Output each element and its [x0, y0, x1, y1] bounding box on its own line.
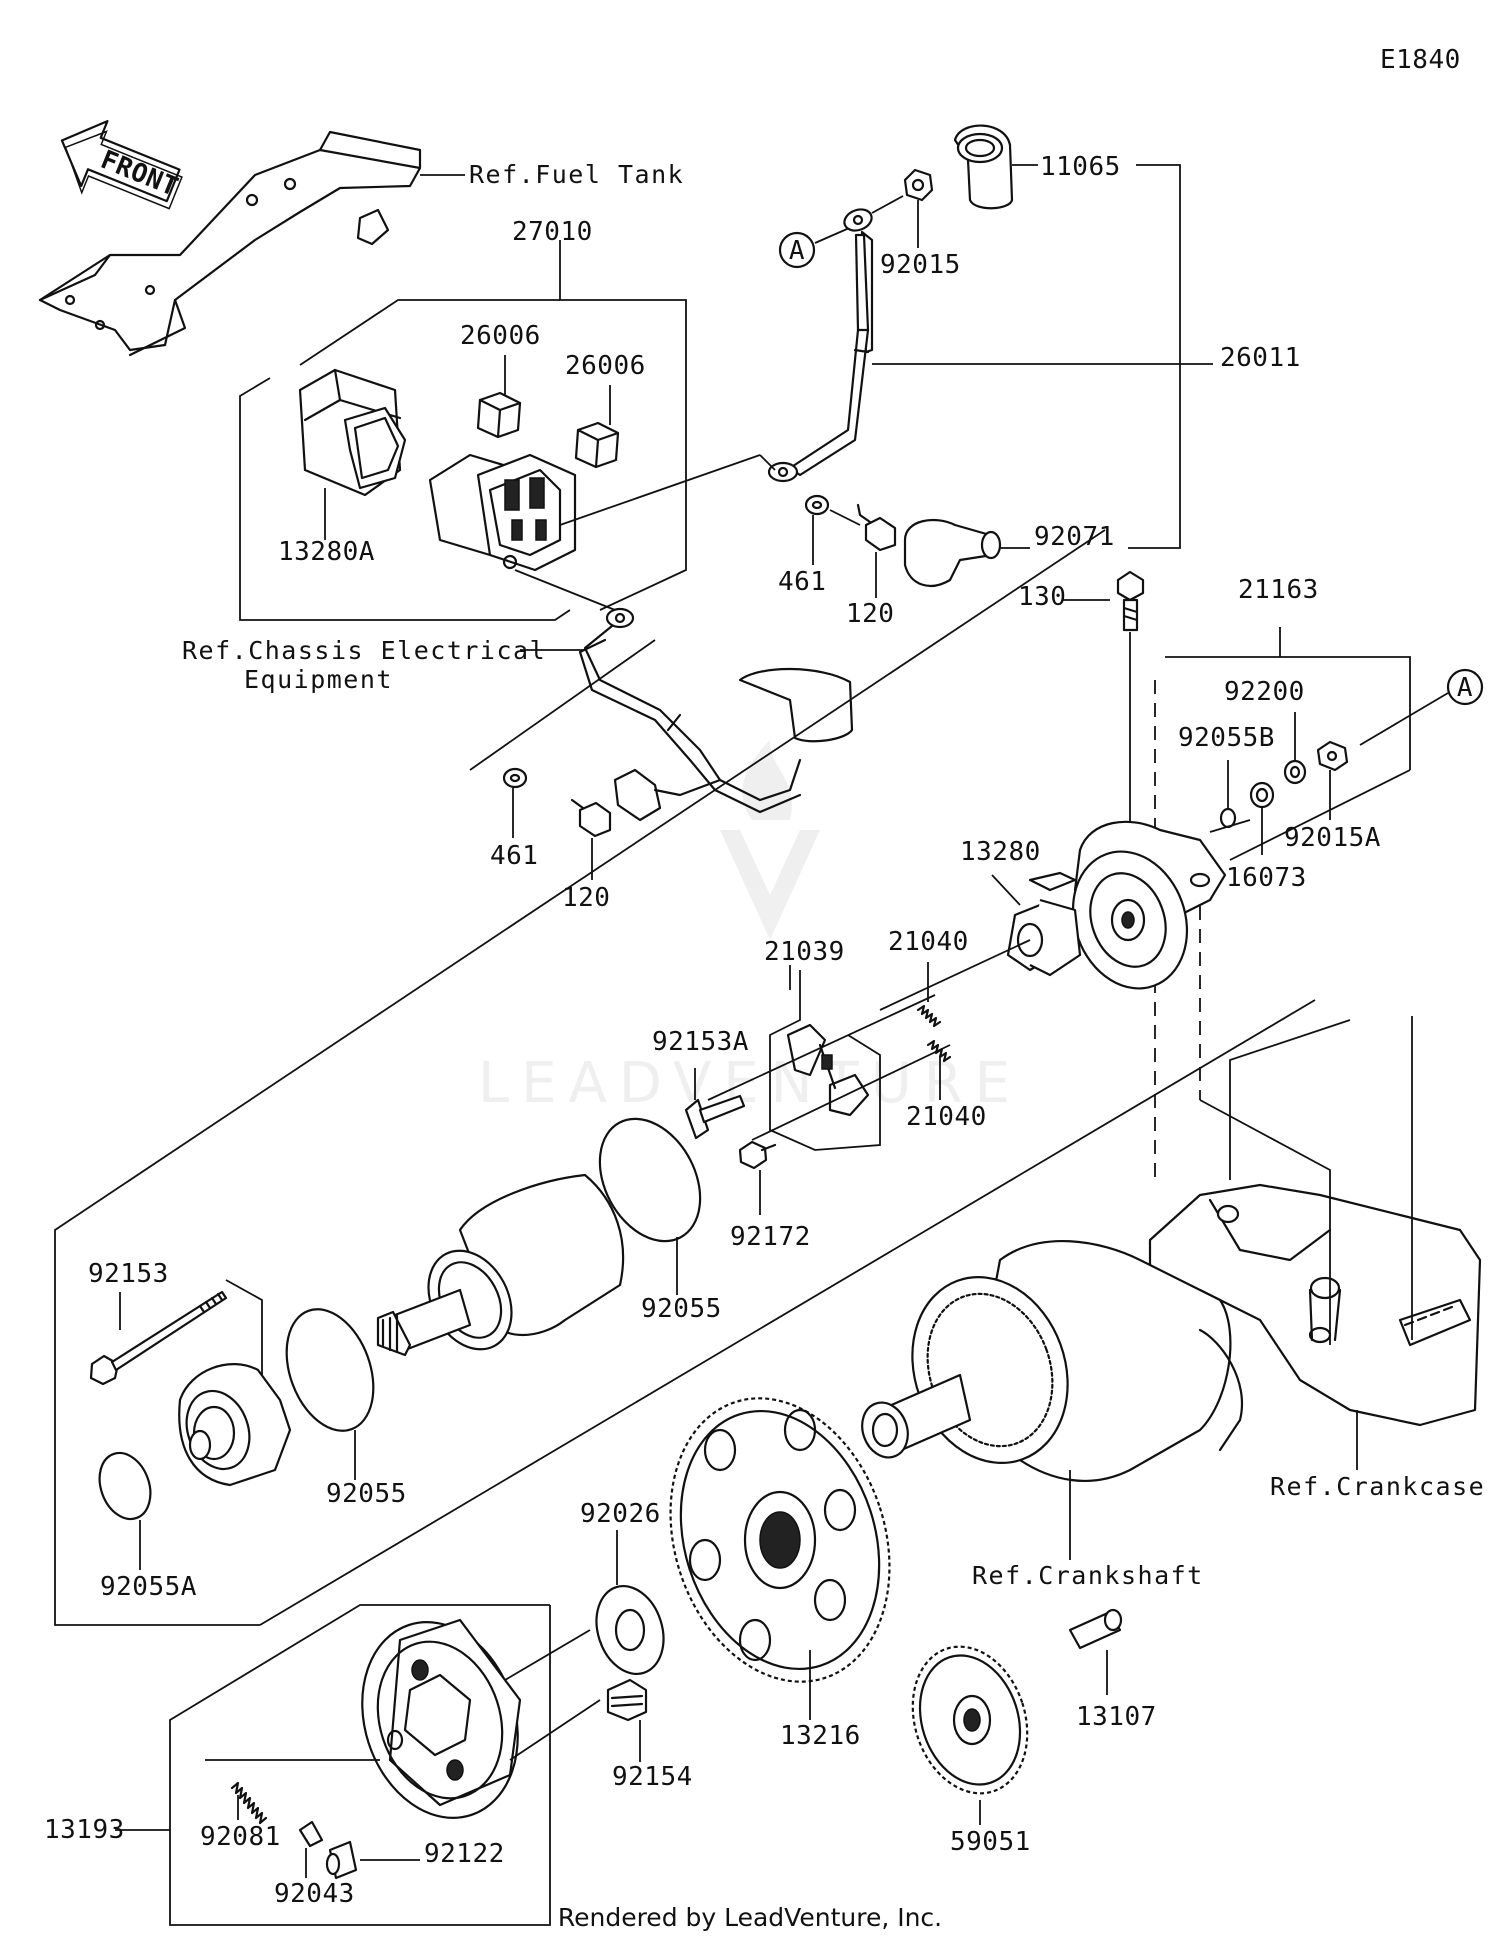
part-label-92055B: 92055B [1178, 723, 1275, 753]
fuel-tank-bracket [38, 130, 422, 357]
bolt-92154 [606, 1678, 648, 1722]
fuse-b [574, 421, 620, 469]
part-label-92071: 92071 [1034, 522, 1115, 552]
starter-cable [767, 208, 874, 483]
part-labels: 11065 92015 27010 26006 26006 26011 1328… [44, 152, 1381, 1909]
part-label-461-a: 461 [778, 567, 826, 597]
part-label-59051: 59051 [950, 1827, 1031, 1857]
part-label-92081: 92081 [200, 1822, 281, 1852]
washer-92200 [1283, 759, 1307, 785]
part-label-92026: 92026 [580, 1499, 661, 1529]
spring-92081 [230, 1781, 268, 1825]
part-label-26006-b: 26006 [565, 351, 646, 381]
oring-92055-a [598, 1117, 702, 1243]
fuse-a [476, 391, 522, 439]
bolt-130 [1116, 570, 1145, 632]
dowel-pin-13107 [1068, 1608, 1123, 1650]
part-label-11065: 11065 [1040, 152, 1121, 182]
screw-92172 [738, 1140, 777, 1170]
part-label-120-b: 120 [562, 883, 610, 913]
starter-relay [428, 453, 577, 572]
part-label-92015A: 92015A [1284, 823, 1381, 853]
roller-92122 [325, 1840, 358, 1880]
washer-461-b [502, 767, 528, 789]
screw-92153 [89, 1290, 228, 1386]
starter-group-frame [54, 529, 1411, 1626]
part-label-92200: 92200 [1224, 677, 1305, 707]
part-label-92015: 92015 [880, 250, 961, 280]
idle-gear-59051 [911, 1645, 1029, 1795]
part-label-92122: 92122 [424, 1839, 505, 1869]
crankshaft [861, 1239, 1243, 1482]
part-label-92055-a: 92055 [641, 1294, 722, 1324]
ref-crankshaft: Ref.Crankshaft [972, 1561, 1204, 1590]
washer-92026 [595, 1584, 665, 1676]
part-label-27010: 27010 [512, 217, 593, 247]
part-label-13280: 13280 [960, 837, 1041, 867]
starter-clutch-frame [169, 1604, 551, 1926]
part-label-120-a: 120 [846, 599, 894, 629]
starter-motor [376, 1173, 625, 1357]
starter-end-cover [1071, 820, 1227, 990]
ref-crankcase: Ref.Crankcase [1270, 1472, 1485, 1501]
part-label-92043: 92043 [274, 1879, 355, 1909]
ref-chassis-line1: Ref.Chassis Electrical [182, 636, 546, 665]
part-label-21040-b: 21040 [906, 1102, 987, 1132]
relay-group-frame [239, 240, 687, 621]
crankcase-ref [1148, 1016, 1482, 1427]
part-label-26011: 26011 [1220, 343, 1301, 373]
brush-plate-frame [769, 965, 881, 1151]
brush-plate [786, 1023, 870, 1117]
ref-chassis-line2: Equipment [244, 665, 393, 694]
part-label-92172: 92172 [730, 1222, 811, 1252]
footer-credit: Rendered by LeadVenture, Inc. [558, 1903, 942, 1932]
part-label-13280A: 13280A [278, 537, 375, 567]
part-label-92153A: 92153A [652, 1027, 749, 1057]
plunger-92043 [298, 1820, 324, 1848]
part-label-13193: 13193 [44, 1815, 125, 1845]
part-label-461-b: 461 [490, 841, 538, 871]
part-label-21039: 21039 [764, 937, 845, 967]
starter-clutch-13193 [361, 1618, 522, 1819]
part-label-16073: 16073 [1226, 863, 1307, 893]
part-label-13107: 13107 [1076, 1702, 1157, 1732]
callout-a-starter: A [1446, 668, 1484, 706]
nut-92015 [903, 168, 934, 202]
callout-a-cable: A [778, 231, 816, 269]
part-label-92055A: 92055A [100, 1572, 197, 1602]
callout-a-letter: A [789, 236, 805, 266]
bolt-120-b [570, 798, 612, 838]
ref-fuel-tank: Ref.Fuel Tank [469, 160, 684, 189]
brush-spring-a [916, 1004, 942, 1028]
bolt-120-a [856, 503, 897, 552]
part-label-92055-b: 92055 [326, 1479, 407, 1509]
relay-connector [298, 368, 407, 497]
chassis-harness [578, 607, 854, 822]
terminal-cap [953, 124, 1014, 210]
part-label-130: 130 [1018, 582, 1066, 612]
oring-92055A [98, 1451, 152, 1521]
part-label-13216: 13216 [780, 1721, 861, 1751]
nut-92015A [1316, 740, 1349, 772]
oring-92055-b [285, 1308, 375, 1432]
part-label-21163: 21163 [1238, 575, 1319, 605]
part-label-21040-a: 21040 [888, 927, 969, 957]
screw-92153A [684, 1094, 746, 1140]
starter-clutch-gear [669, 1397, 891, 1683]
elbow-cap [903, 518, 1002, 587]
washer-461-a [804, 494, 830, 516]
brush-holder [1006, 871, 1082, 977]
part-label-92153: 92153 [88, 1259, 169, 1289]
starter-front-cover [178, 1363, 292, 1487]
front-arrow-icon: FRONT [60, 120, 183, 210]
part-label-92154: 92154 [612, 1762, 693, 1792]
part-label-26006-a: 26006 [460, 321, 541, 351]
diagram-id: E1840 [1380, 45, 1461, 75]
callout-a-letter-2: A [1457, 673, 1473, 703]
collar-16073 [1249, 781, 1275, 809]
